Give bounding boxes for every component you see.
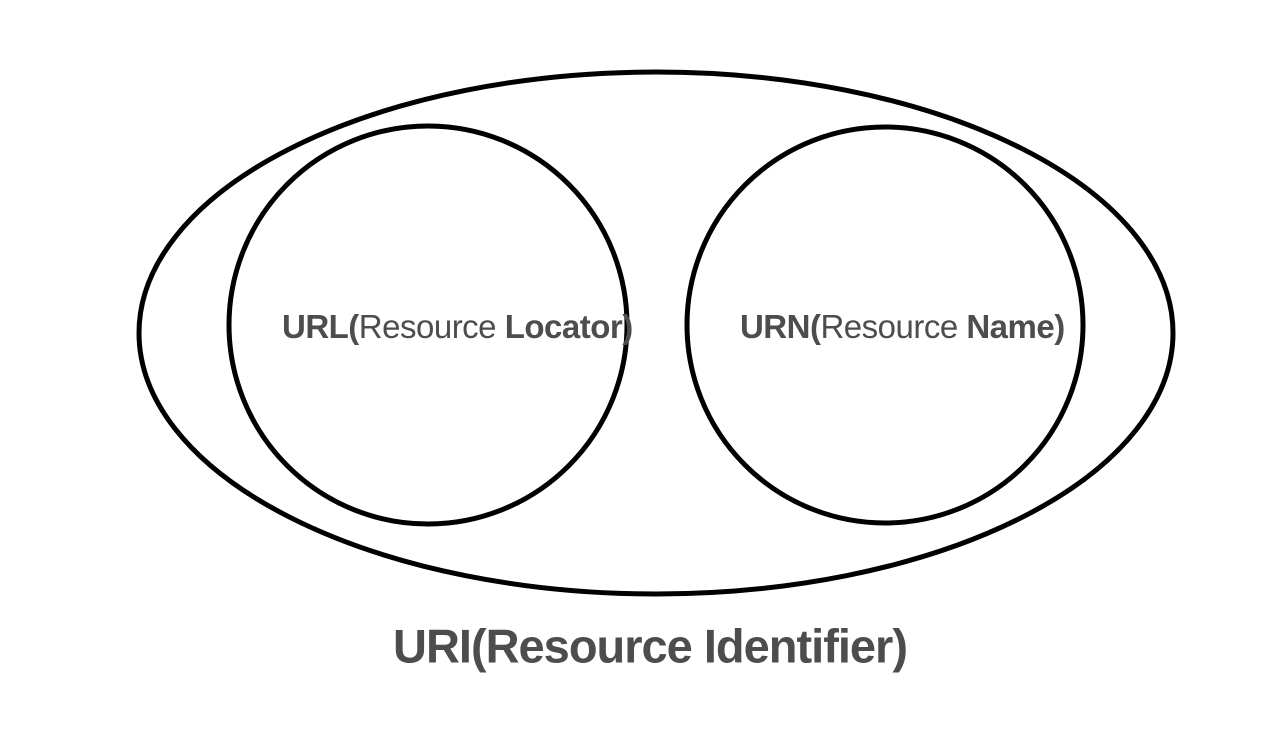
urn-circle <box>684 124 1086 526</box>
url-circle-label: URL(Resource Locator) <box>247 270 634 384</box>
url-label-regular: Resource <box>358 308 505 345</box>
diagram-title: URI(Resource Identifier) <box>393 619 908 673</box>
url-label-bold-suffix: Locator) <box>504 308 634 345</box>
urn-label-bold-suffix: Name) <box>966 308 1065 345</box>
urn-label-bold-prefix: URN( <box>739 308 821 345</box>
uri-outer-ellipse <box>136 69 1176 597</box>
url-circle <box>226 123 630 527</box>
urn-circle-label: URN(Resource Name) <box>705 270 1065 384</box>
url-label-bold-prefix: URL( <box>281 308 359 345</box>
urn-label-regular: Resource <box>820 308 967 345</box>
